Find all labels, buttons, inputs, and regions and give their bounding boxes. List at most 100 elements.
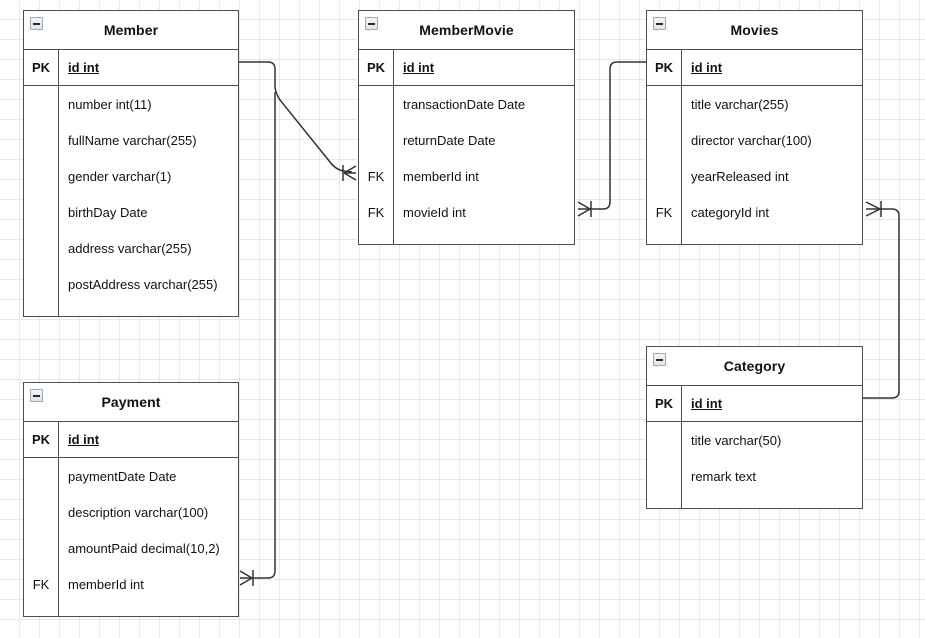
table-row[interactable]: paymentDate Date: [24, 458, 238, 494]
crowsfoot-movies-categoryid: [865, 201, 882, 217]
table-row[interactable]: FK memberId int: [359, 158, 574, 194]
attribute-cell: categoryId int: [691, 204, 770, 220]
attribute-cell: id int: [68, 60, 100, 75]
entity-title: Member: [103, 22, 159, 38]
attribute-cell: [682, 230, 862, 244]
table-row[interactable]: number int(11): [24, 86, 238, 122]
table-row-spacer: [24, 302, 238, 316]
attribute-cell: fullName varchar(255): [68, 132, 197, 148]
table-row[interactable]: FK movieId int: [359, 194, 574, 230]
table-row[interactable]: transactionDate Date: [359, 86, 574, 122]
key-cell: FK: [24, 566, 59, 602]
attribute-cell: title varchar(255): [691, 96, 789, 112]
attribute-cell: gender varchar(1): [68, 168, 172, 184]
entity-movies[interactable]: Movies PK id int title varchar(255) dire…: [646, 10, 863, 245]
table-row[interactable]: postAddress varchar(255): [24, 266, 238, 302]
key-cell: [359, 122, 394, 158]
key-cell: PK: [647, 50, 682, 85]
edge-member-membermovie: [239, 61, 353, 173]
entity-header-payment[interactable]: Payment: [24, 383, 238, 422]
minus-square-icon[interactable]: [30, 389, 43, 402]
entity-header-membermovie[interactable]: MemberMovie: [359, 11, 574, 50]
key-cell: [24, 194, 59, 230]
entity-rows-membermovie: PK id int transactionDate Date returnDat…: [359, 50, 574, 244]
entity-header-category[interactable]: Category: [647, 347, 862, 386]
attribute-cell: postAddress varchar(255): [68, 276, 218, 292]
table-row[interactable]: PK id int: [647, 50, 862, 86]
table-row[interactable]: title varchar(255): [647, 86, 862, 122]
table-row-spacer: [647, 230, 862, 244]
table-row[interactable]: title varchar(50): [647, 422, 862, 458]
key-cell: FK: [359, 158, 394, 194]
edge-category-movies: [863, 208, 900, 399]
table-row[interactable]: PK id int: [24, 422, 238, 458]
key-cell: [24, 458, 59, 494]
attribute-cell: id int: [691, 396, 723, 411]
table-row[interactable]: description varchar(100): [24, 494, 238, 530]
attribute-cell: memberId int: [68, 576, 144, 592]
key-cell: [24, 302, 59, 316]
table-row[interactable]: FK memberId int: [24, 566, 238, 602]
entity-rows-payment: PK id int paymentDate Date description v…: [24, 422, 238, 616]
table-row[interactable]: fullName varchar(255): [24, 122, 238, 158]
entity-payment[interactable]: Payment PK id int paymentDate Date descr…: [23, 382, 239, 617]
table-row[interactable]: birthDay Date: [24, 194, 238, 230]
entity-title: Movies: [730, 22, 779, 38]
crowsfoot-payment-memberid: [239, 570, 254, 586]
table-row[interactable]: director varchar(100): [647, 122, 862, 158]
key-cell: FK: [647, 194, 682, 230]
entity-category[interactable]: Category PK id int title varchar(50) rem…: [646, 346, 863, 509]
attribute-cell: transactionDate Date: [403, 96, 526, 112]
attribute-cell: returnDate Date: [403, 132, 496, 148]
attribute-cell: number int(11): [68, 96, 152, 112]
key-cell: [647, 230, 682, 244]
table-row[interactable]: FK categoryId int: [647, 194, 862, 230]
key-cell: PK: [647, 386, 682, 421]
attribute-cell: id int: [691, 60, 723, 75]
entity-rows-member: PK id int number int(11) fullName varcha…: [24, 50, 238, 316]
entity-title: Category: [723, 358, 786, 374]
table-row[interactable]: PK id int: [647, 386, 862, 422]
minus-square-icon[interactable]: [365, 17, 378, 30]
table-row-spacer: [647, 494, 862, 508]
key-cell: [647, 422, 682, 458]
table-row-spacer: [359, 230, 574, 244]
table-row[interactable]: remark text: [647, 458, 862, 494]
key-cell: [24, 602, 59, 616]
key-cell: [647, 158, 682, 194]
table-row[interactable]: PK id int: [24, 50, 238, 86]
attribute-cell: id int: [68, 432, 100, 447]
key-cell: PK: [24, 50, 59, 85]
entity-header-member[interactable]: Member: [24, 11, 238, 50]
attribute-cell: yearReleased int: [691, 168, 789, 184]
attribute-cell: [394, 230, 574, 244]
minus-square-icon[interactable]: [30, 17, 43, 30]
table-row[interactable]: gender varchar(1): [24, 158, 238, 194]
entity-title: Payment: [101, 394, 161, 410]
attribute-cell: address varchar(255): [68, 240, 192, 256]
attribute-cell: paymentDate Date: [68, 468, 177, 484]
minus-square-icon[interactable]: [653, 17, 666, 30]
edge-movies-membermovie: [590, 61, 646, 210]
key-cell: [647, 458, 682, 494]
key-cell: [24, 86, 59, 122]
key-cell: [359, 86, 394, 122]
table-row-spacer: [24, 602, 238, 616]
table-row[interactable]: amountPaid decimal(10,2): [24, 530, 238, 566]
table-row[interactable]: yearReleased int: [647, 158, 862, 194]
attribute-cell: remark text: [691, 468, 757, 484]
attribute-cell: director varchar(100): [691, 132, 812, 148]
key-cell: [24, 122, 59, 158]
entity-membermovie[interactable]: MemberMovie PK id int transactionDate Da…: [358, 10, 575, 245]
crowsfoot-membermovie-memberid: [342, 165, 357, 181]
key-cell: [24, 158, 59, 194]
attribute-cell: id int: [403, 60, 435, 75]
minus-square-icon[interactable]: [653, 353, 666, 366]
entity-member[interactable]: Member PK id int number int(11) fullName…: [23, 10, 239, 317]
key-cell: [359, 230, 394, 244]
table-row[interactable]: address varchar(255): [24, 230, 238, 266]
table-row[interactable]: returnDate Date: [359, 122, 574, 158]
table-row[interactable]: PK id int: [359, 50, 574, 86]
entity-header-movies[interactable]: Movies: [647, 11, 862, 50]
